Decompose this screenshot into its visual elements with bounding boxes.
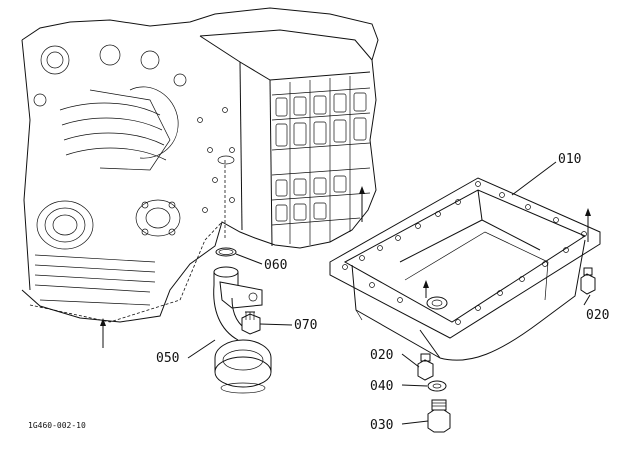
callout-060: 060 — [264, 258, 287, 273]
callout-020-lower: 020 — [370, 348, 393, 363]
bolt-020-lower — [417, 353, 434, 381]
washer-040 — [427, 380, 447, 392]
mounting-arrow-block — [359, 186, 365, 222]
oil-strainer — [213, 155, 272, 394]
oil-pan — [329, 177, 601, 361]
callout-050: 050 — [156, 351, 179, 366]
callout-070: 070 — [294, 318, 317, 333]
drain-plug-030 — [427, 399, 451, 433]
callout-020-right: 020 — [586, 308, 609, 323]
callout-040: 040 — [370, 379, 393, 394]
bolt-020-right — [580, 267, 596, 295]
mounting-arrow-left — [100, 318, 106, 348]
callout-030: 030 — [370, 418, 393, 433]
diagram-code: 1G460-002-10 — [28, 421, 86, 430]
bolt-070 — [241, 311, 261, 335]
o-ring-060 — [215, 247, 237, 257]
engine-block — [21, 7, 379, 323]
mounting-arrow-pan — [585, 208, 591, 242]
callout-010: 010 — [558, 152, 581, 167]
leader-lines — [187, 161, 591, 425]
